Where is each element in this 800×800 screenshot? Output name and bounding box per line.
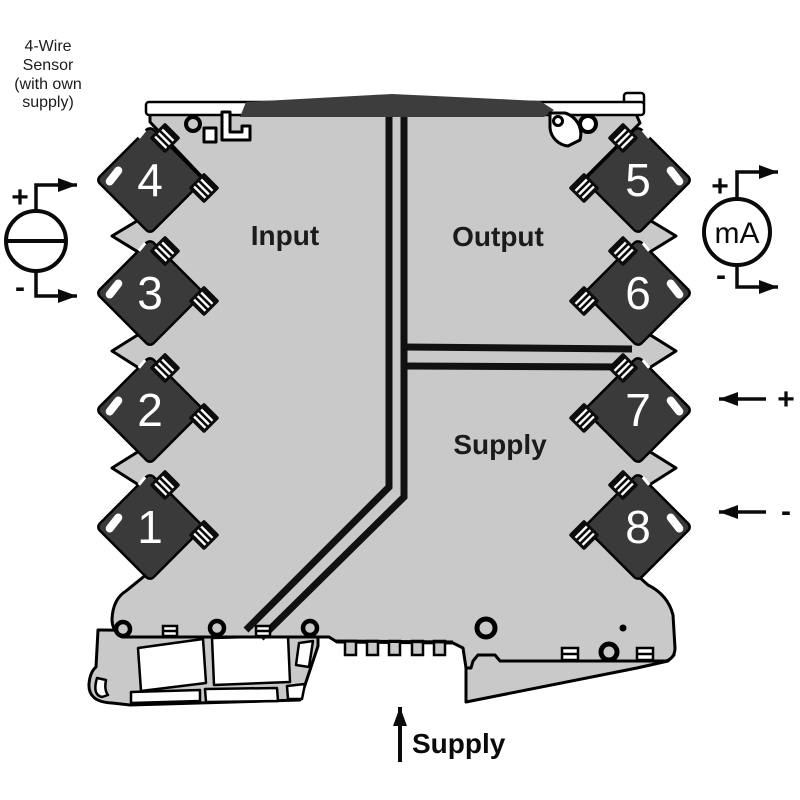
ma-meter-annotation: mA + - <box>702 165 778 294</box>
screw-hole-icon <box>578 114 598 134</box>
terminal-slot <box>666 166 684 186</box>
terminal-number: 1 <box>137 501 163 553</box>
terminal-3: 3 <box>97 236 219 346</box>
terminal-5: 5 <box>569 123 691 233</box>
terminal-8: 8 <box>569 470 691 580</box>
foot-cutout <box>203 686 280 704</box>
wire-clamp-icon <box>189 520 219 550</box>
supply-input-annotation: + - <box>719 383 795 528</box>
wire-clamp-icon <box>150 236 180 266</box>
wire-clamp-icon <box>608 123 638 153</box>
sensor-note-line: Sensor <box>23 57 74 74</box>
wire-clamp-icon <box>189 286 219 316</box>
latch-right <box>548 111 598 148</box>
meter-plus-sign: + <box>711 170 729 203</box>
terminal-tick <box>137 476 147 486</box>
screw-hole-icon <box>184 115 202 133</box>
wire-clamp-icon <box>150 353 180 383</box>
terminal-slot <box>105 513 123 533</box>
supply-bottom-annotation: Supply <box>393 707 506 762</box>
foot-cutout <box>136 637 208 693</box>
sensor-plus-sign: + <box>11 181 29 214</box>
housing-body <box>110 112 678 670</box>
sensor-minus-sign: - <box>15 271 25 304</box>
terminal-tick <box>137 359 147 369</box>
sensor-minus-wire <box>34 271 77 303</box>
section-label-output: Output <box>452 221 544 252</box>
bottom-edge <box>334 639 454 644</box>
terminal-tick <box>641 359 651 369</box>
pivot-pin-icon <box>474 616 498 640</box>
bottom-hardware <box>113 616 655 663</box>
wire-clamp-icon <box>569 173 599 203</box>
wire-clamp-icon <box>150 470 180 500</box>
isolation-barrier <box>243 117 641 641</box>
terminal-4: 4 <box>97 123 219 233</box>
terminal-number: 7 <box>625 384 651 436</box>
wire-clamp-icon <box>569 403 599 433</box>
sensor-annotation: 4-Wire Sensor (with own supply) + - <box>4 38 82 304</box>
section-label-supply: Supply <box>453 429 547 460</box>
supply-plus-sign: + <box>777 383 795 416</box>
wire-clamp-icon <box>608 236 638 266</box>
terminal-number: 6 <box>625 267 651 319</box>
terminal-tick <box>641 242 651 252</box>
foot-hook-gap <box>94 676 110 699</box>
terminal-tick <box>641 476 651 486</box>
supply-bottom-label: Supply <box>412 728 506 759</box>
din-foot-left <box>87 628 320 707</box>
terminal-2: 2 <box>97 353 219 463</box>
sensor-note-line: supply) <box>22 94 74 111</box>
terminal-slot <box>666 513 684 533</box>
foot-notch <box>285 682 307 701</box>
terminal-slot <box>666 396 684 416</box>
terminal-slot <box>666 279 684 299</box>
terminal-6: 6 <box>569 236 691 346</box>
terminal-slot <box>105 396 123 416</box>
meter-minus-sign: - <box>716 259 726 292</box>
terminal-number: 5 <box>625 154 651 206</box>
ma-meter-label: mA <box>715 217 760 250</box>
wire-clamp-icon <box>569 286 599 316</box>
meter-minus-wire <box>735 265 778 294</box>
foot-cutout <box>129 688 202 705</box>
wire-clamp-icon <box>189 173 219 203</box>
section-label-input: Input <box>251 220 319 251</box>
foot-cutout <box>210 634 292 687</box>
latch-left <box>184 110 252 144</box>
sensor-plus-wire <box>34 178 77 211</box>
wire-clamp-icon <box>569 520 599 550</box>
terminal-number: 4 <box>137 154 163 206</box>
terminal-1: 1 <box>97 470 219 580</box>
wire-clamp-icon <box>150 123 180 153</box>
terminal-number: 2 <box>137 384 163 436</box>
wire-clamp-icon <box>608 353 638 383</box>
foot-slot <box>294 639 315 669</box>
terminal-slot <box>105 279 123 299</box>
terminal-7: 7 <box>569 353 691 463</box>
pivot-pin-icon <box>552 115 564 127</box>
sensor-note-line: (with own <box>14 76 82 93</box>
meter-plus-wire <box>735 165 778 199</box>
terminal-tick <box>137 242 147 252</box>
terminal-tick <box>137 129 147 139</box>
wire-clamp-icon <box>189 403 219 433</box>
supply-minus-sign: - <box>781 495 791 528</box>
terminal-number: 8 <box>625 501 651 553</box>
terminal-tick <box>641 129 651 139</box>
terminal-slot <box>105 166 123 186</box>
terminal-number: 3 <box>137 267 163 319</box>
pivot-pin-icon <box>598 641 620 663</box>
wire-clamp-icon <box>608 470 638 500</box>
sensor-note-line: 4-Wire <box>24 38 71 55</box>
top-cover <box>240 94 554 117</box>
